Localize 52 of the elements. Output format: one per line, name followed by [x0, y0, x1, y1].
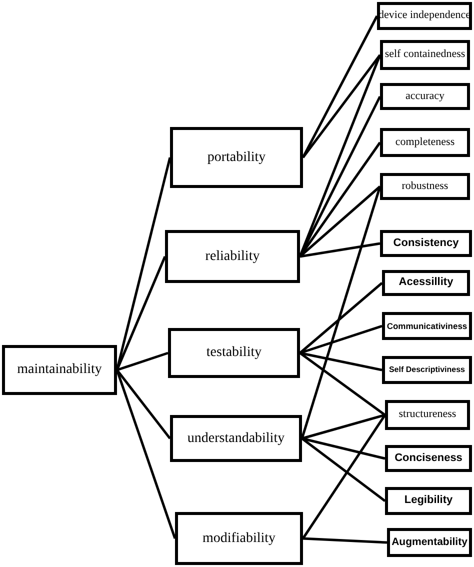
node-box: [2, 345, 117, 395]
connector-line: [302, 54, 381, 158]
node-box: [385, 487, 472, 515]
node-label: Conciseness: [394, 452, 462, 466]
node-label: Acessillity: [398, 276, 454, 290]
node-box: [380, 40, 470, 70]
node-box: [382, 312, 472, 340]
connector-line: [300, 324, 382, 354]
node-label: Self Descriptiviness: [388, 365, 466, 375]
node-box: [168, 328, 300, 378]
node-label: Legibility: [404, 494, 453, 508]
node-label: reliability: [205, 248, 260, 266]
node-box: [380, 230, 472, 257]
node-box: [380, 83, 470, 110]
node-box: [385, 445, 472, 472]
node-box: [377, 2, 472, 30]
connector-line: [302, 414, 386, 440]
connector-line: [300, 352, 382, 372]
node-label: understandability: [187, 430, 285, 448]
node-box: [387, 528, 472, 557]
node-box: [380, 128, 470, 157]
node-label: Augmentability: [392, 536, 468, 550]
node-box: [170, 415, 302, 462]
connector-line: [299, 352, 386, 416]
node-label: Consistency: [393, 236, 459, 250]
node-label: structureness: [398, 408, 456, 422]
connector-line: [299, 282, 383, 354]
node-label: portability: [207, 148, 266, 166]
connector-line: [302, 537, 388, 544]
node-label: Communicativiness: [386, 320, 468, 332]
node-box: [175, 512, 303, 565]
node-label: robustness: [402, 180, 448, 194]
node-box: [382, 270, 470, 296]
node-box: [170, 127, 303, 188]
connector-line: [116, 369, 171, 440]
node-box: [385, 400, 470, 430]
node-label: maintainability: [17, 361, 102, 379]
connector-line: [116, 256, 166, 370]
node-label: completeness: [395, 136, 455, 150]
node-box: [382, 356, 472, 384]
node-box: [165, 230, 300, 283]
connector-line: [300, 242, 380, 258]
connector-line: [302, 414, 386, 540]
node-label: modifiability: [202, 530, 276, 548]
node-label: testability: [206, 344, 262, 362]
node-label: self containedness: [384, 48, 466, 62]
node-box: [380, 173, 470, 200]
connector-line: [116, 352, 168, 372]
connector-line: [302, 437, 386, 460]
connector-line: [301, 438, 386, 502]
node-label: accuracy: [405, 90, 445, 104]
connector-line: [300, 186, 382, 439]
